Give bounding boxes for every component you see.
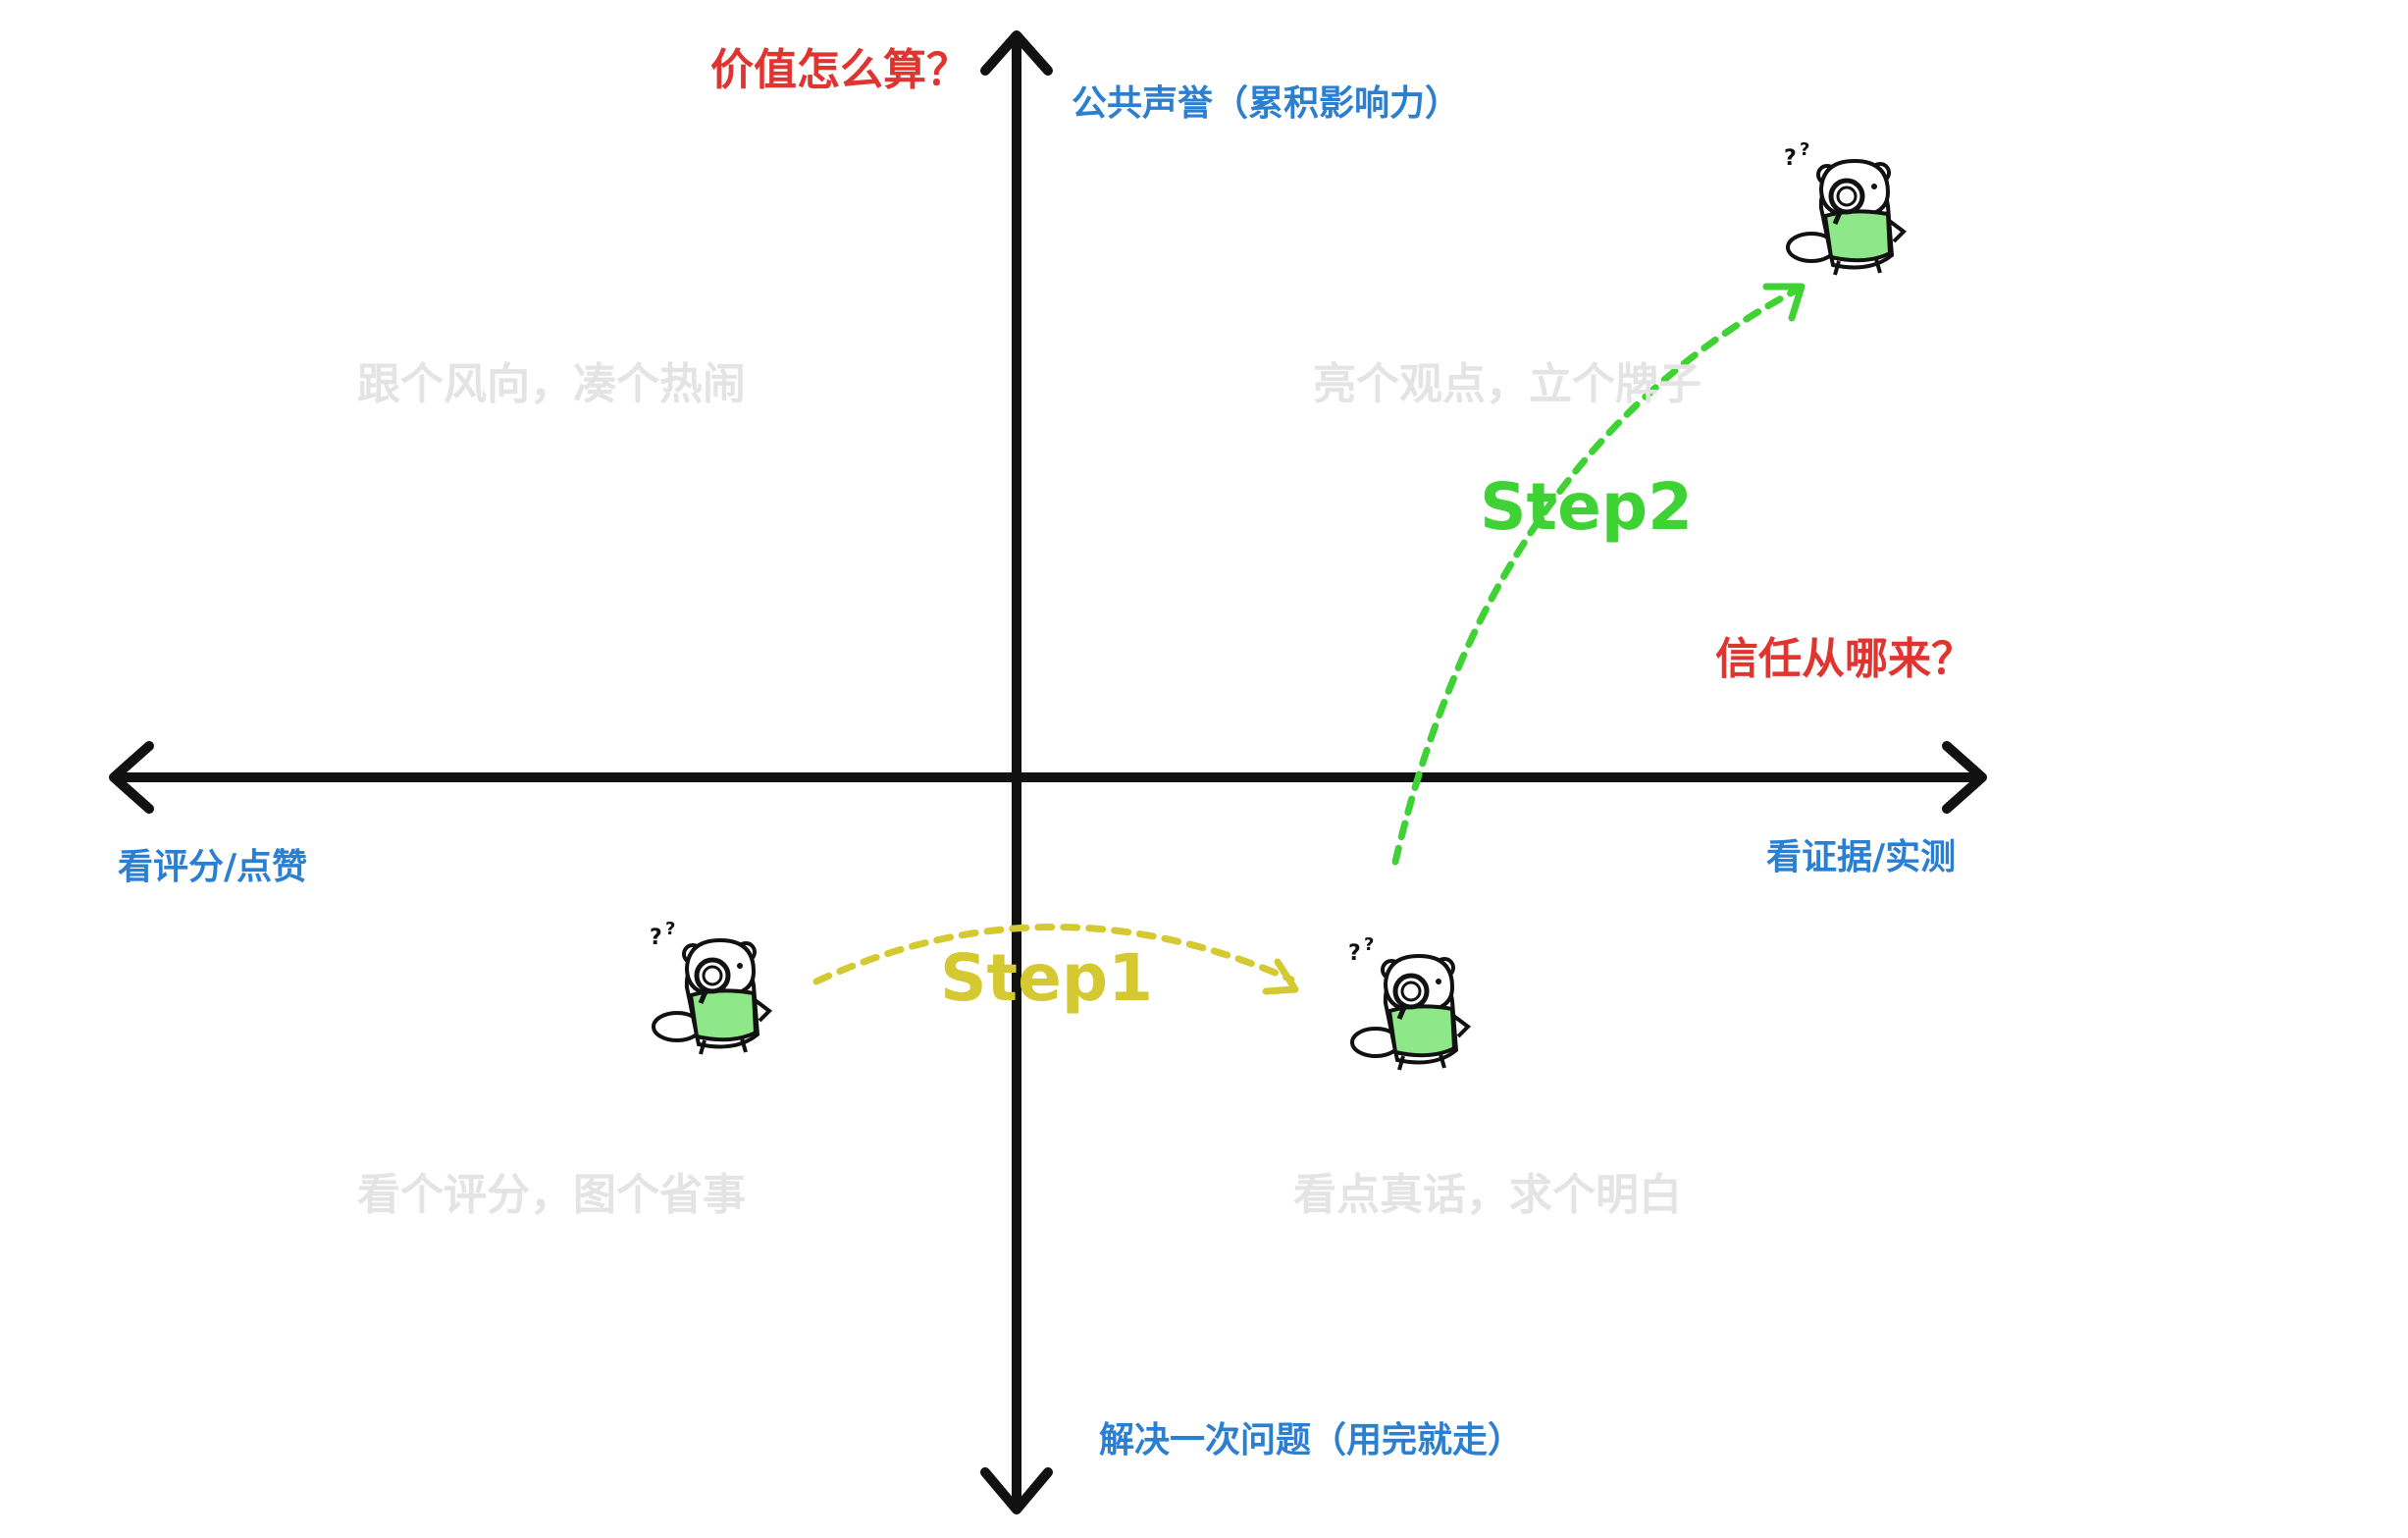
step2-label: Step2 xyxy=(1480,475,1693,540)
quadrant-top-left-label: 跟个风向，凑个热闹 xyxy=(357,363,746,406)
quadrant-bottom-right-label: 看点真话，求个明白 xyxy=(1293,1174,1682,1217)
x-axis-right-label: 看证据/实测 xyxy=(1766,840,1956,875)
y-axis-top-label: 公共声誉（累积影响力） xyxy=(1072,86,1460,122)
x-axis-question: 信任从哪来？ xyxy=(1715,638,1974,681)
beaver-magnifier-icon xyxy=(1784,139,1904,275)
beaver-magnifier-icon xyxy=(1348,934,1468,1070)
y-axis-question: 价值怎么算？ xyxy=(710,49,969,92)
x-axis-left-label: 看评分/点赞 xyxy=(118,850,307,885)
beaver-magnifier-icon xyxy=(650,919,769,1054)
quadrant-bottom-left-label: 看个评分，图个省事 xyxy=(357,1174,746,1217)
step1-arrowhead xyxy=(1266,962,1295,991)
quadrant-top-right-label: 亮个观点，立个牌子 xyxy=(1313,363,1701,406)
y-axis-bottom-label: 解决一次问题（用完就走） xyxy=(1099,1423,1523,1458)
step1-label: Step1 xyxy=(940,946,1153,1011)
